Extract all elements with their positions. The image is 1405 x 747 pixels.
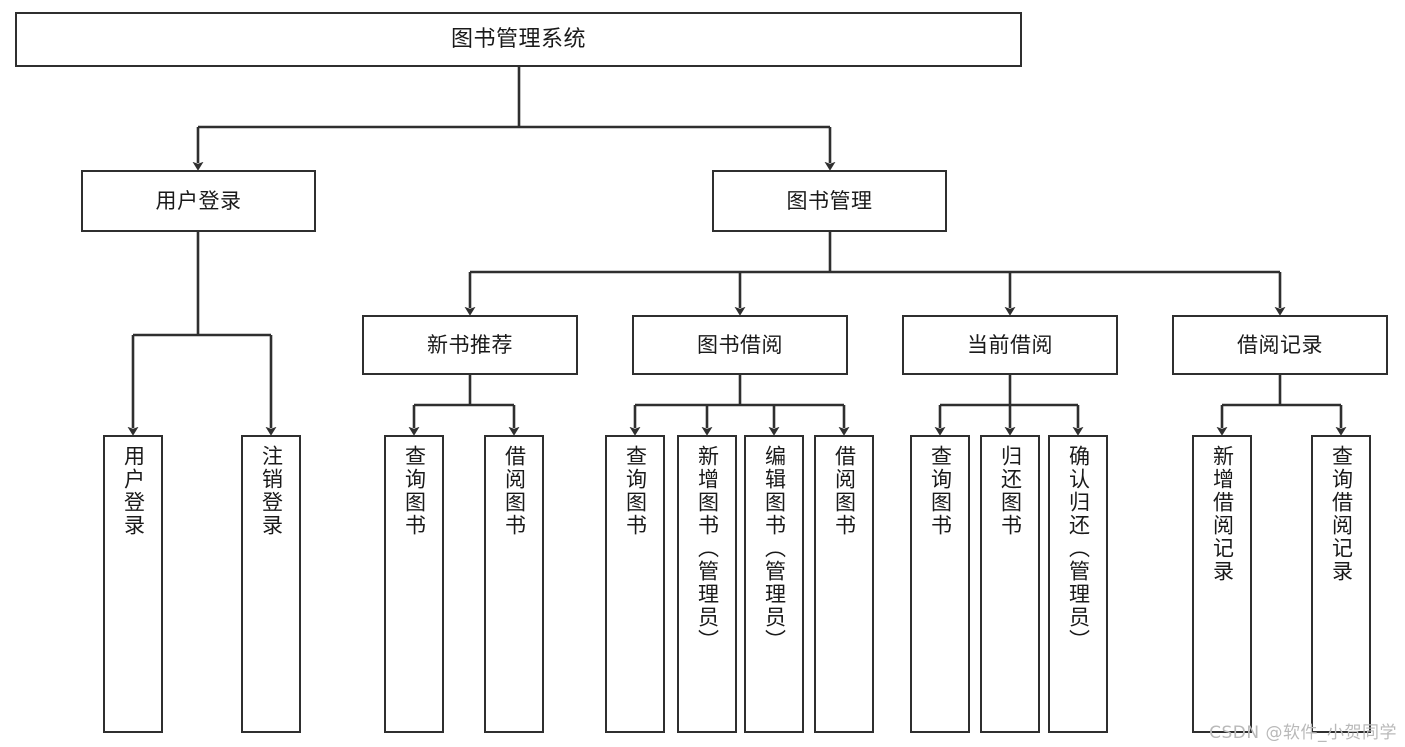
node-current-borrowing[interactable]: 当前借阅 — [902, 315, 1118, 375]
node-label: 查询图书 — [623, 445, 648, 537]
node-label: 查询借阅记录 — [1329, 445, 1354, 583]
node-label: 当前借阅 — [967, 332, 1053, 357]
node-leaf-query-borrow-record[interactable]: 查询借阅记录 — [1311, 435, 1371, 733]
node-leaf-query-book-borrow[interactable]: 查询图书 — [605, 435, 665, 733]
node-borrowing-record[interactable]: 借阅记录 — [1172, 315, 1388, 375]
node-new-book-recommendation[interactable]: 新书推荐 — [362, 315, 578, 375]
node-label: 查询图书 — [928, 445, 953, 537]
node-label: 注销登录 — [259, 445, 284, 537]
node-root-book-management-system[interactable]: 图书管理系统 — [15, 12, 1022, 67]
node-label: 新书推荐 — [427, 332, 513, 357]
node-label: 编辑图书（管理员） — [762, 445, 787, 652]
node-leaf-add-book-admin[interactable]: 新增图书（管理员） — [677, 435, 737, 733]
node-book-borrowing[interactable]: 图书借阅 — [632, 315, 848, 375]
node-book-management[interactable]: 图书管理 — [712, 170, 947, 232]
node-label: 归还图书 — [998, 445, 1023, 537]
csdn-watermark: CSDN @软件_小贺同学 — [1209, 723, 1397, 743]
node-user-login[interactable]: 用户登录 — [81, 170, 316, 232]
node-label: 借阅图书 — [832, 445, 857, 537]
node-label: 用户登录 — [155, 188, 242, 213]
node-label: 图书借阅 — [697, 332, 783, 357]
node-leaf-add-borrow-record[interactable]: 新增借阅记录 — [1192, 435, 1252, 733]
node-leaf-user-login[interactable]: 用户登录 — [103, 435, 163, 733]
node-label: 查询图书 — [402, 445, 427, 537]
node-label: 借阅图书 — [502, 445, 527, 537]
node-leaf-edit-book-admin[interactable]: 编辑图书（管理员） — [744, 435, 804, 733]
node-label: 确认归还（管理员） — [1066, 445, 1091, 652]
node-label: 新增图书（管理员） — [695, 445, 720, 652]
node-label: 借阅记录 — [1237, 332, 1323, 357]
node-label: 图书管理系统 — [450, 26, 586, 52]
node-leaf-query-book-current[interactable]: 查询图书 — [910, 435, 970, 733]
node-label: 新增借阅记录 — [1210, 445, 1235, 583]
node-leaf-confirm-return-admin[interactable]: 确认归还（管理员） — [1048, 435, 1108, 733]
node-leaf-borrow-book[interactable]: 借阅图书 — [814, 435, 874, 733]
node-leaf-query-book-recommend[interactable]: 查询图书 — [384, 435, 444, 733]
node-label: 图书管理 — [786, 188, 873, 213]
node-label: 用户登录 — [121, 445, 146, 537]
node-leaf-return-book[interactable]: 归还图书 — [980, 435, 1040, 733]
node-leaf-logout[interactable]: 注销登录 — [241, 435, 301, 733]
node-leaf-borrow-book-recommend[interactable]: 借阅图书 — [484, 435, 544, 733]
